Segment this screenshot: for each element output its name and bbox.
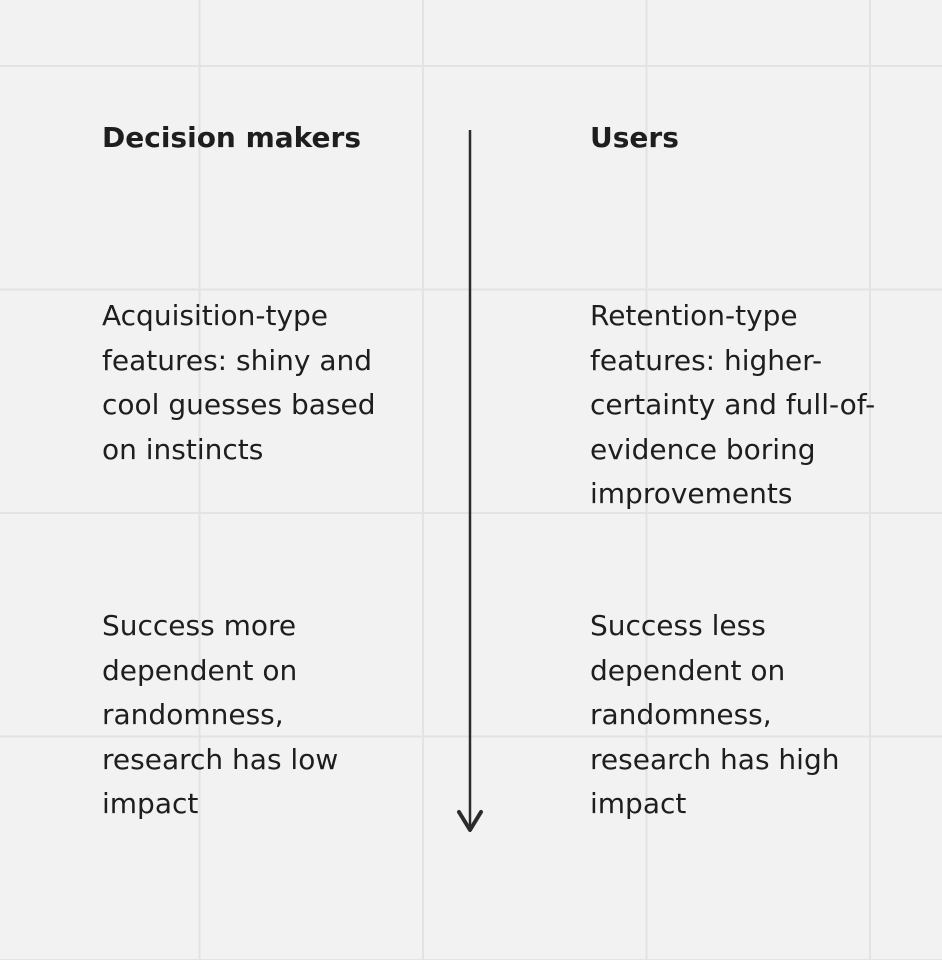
left-column-heading: Decision makers	[102, 121, 362, 154]
right-column-item-1: Retention-type features: higher-certaint…	[590, 299, 876, 510]
right-column-item-2: Success less dependent on randomness, re…	[590, 609, 840, 820]
left-column-item-1: Acquisition-type features: shiny and coo…	[102, 299, 376, 466]
left-column-item-2: Success more dependent on randomness, re…	[102, 609, 339, 820]
arrow-head	[457, 810, 483, 832]
down-arrow-icon	[457, 130, 483, 832]
right-column-heading: Users	[590, 121, 679, 154]
